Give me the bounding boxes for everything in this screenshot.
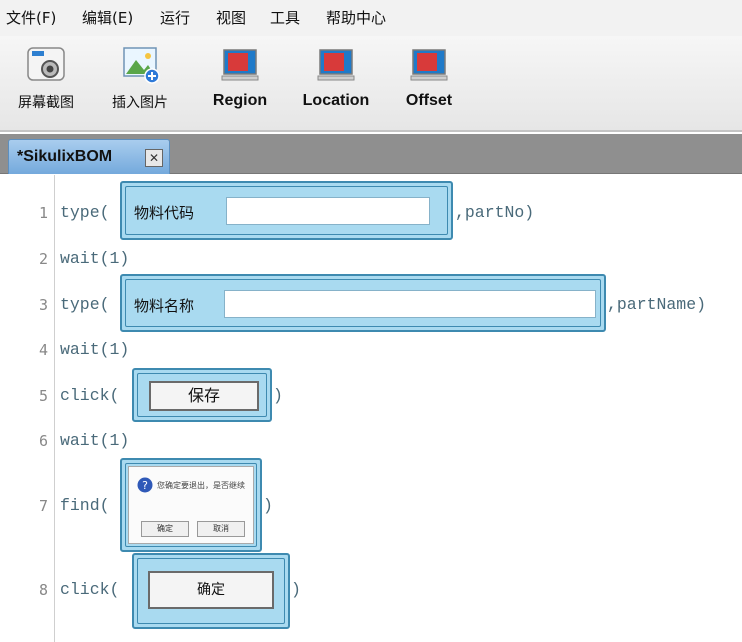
line-number: 6: [38, 432, 48, 450]
question-icon: ?: [137, 477, 153, 493]
code-text: wait(1): [60, 249, 130, 268]
code-text: wait(1): [60, 431, 130, 450]
offset-label: Offset: [405, 92, 453, 109]
field-label: 物料名称: [134, 297, 195, 315]
camera-icon: [27, 47, 65, 81]
line-number: 1: [38, 204, 48, 222]
line-number: 2: [38, 250, 48, 268]
line-number: 3: [38, 296, 48, 314]
insert-image-icon: [123, 47, 160, 84]
region-label: Region: [212, 92, 268, 109]
location-icon: [317, 49, 355, 81]
confirm-button-image: 确定: [148, 571, 274, 609]
insert-image-button[interactable]: 插入图片: [104, 42, 176, 112]
screenshot-image[interactable]: 确定: [132, 553, 290, 629]
line-number: 5: [38, 387, 48, 405]
line-number: 8: [38, 581, 48, 599]
input-field-image: [226, 197, 430, 225]
code-text: ,partNo): [455, 203, 535, 222]
input-field-image: [224, 290, 596, 318]
code-text: ): [263, 496, 273, 515]
code-text: type(: [60, 203, 110, 222]
code-text: click(: [60, 580, 120, 599]
menu-bar: 文件(F) 编辑(E) 运行 视图 工具 帮助中心: [0, 0, 742, 36]
menu-tools[interactable]: 工具: [270, 9, 301, 27]
dialog-message: 您确定要退出，是否继续: [157, 481, 245, 490]
screenshot-button[interactable]: 屏幕截图: [10, 42, 82, 112]
line-number-gutter: 1 2 3 4 5 6 7 8: [0, 175, 55, 642]
screenshot-label: 屏幕截图: [18, 95, 74, 111]
region-icon: [221, 49, 259, 81]
screenshot-image[interactable]: ? 您确定要退出，是否继续 确定 取消: [120, 458, 262, 552]
code-text: ): [291, 580, 301, 599]
code-text: ,partName): [607, 295, 707, 314]
screenshot-image[interactable]: 物料名称: [120, 274, 606, 332]
dialog-cancel-image: 取消: [197, 521, 245, 537]
dialog-image: ? 您确定要退出，是否继续 确定 取消: [128, 466, 254, 544]
code-text: wait(1): [60, 340, 130, 359]
tab-title: *SikulixBOM: [17, 148, 113, 165]
svg-text:?: ?: [142, 479, 148, 492]
menu-view[interactable]: 视图: [216, 9, 247, 27]
code-text: click(: [60, 386, 120, 405]
dialog-ok-image: 确定: [141, 521, 189, 537]
location-label: Location: [302, 92, 370, 109]
location-button[interactable]: Location: [296, 42, 376, 110]
menu-help[interactable]: 帮助中心: [326, 9, 387, 27]
close-icon[interactable]: ✕: [145, 149, 163, 167]
code-text: find(: [60, 496, 110, 515]
tab-bar: *SikulixBOM ✕: [0, 134, 742, 174]
screenshot-image[interactable]: 物料代码: [120, 181, 453, 240]
region-button[interactable]: Region: [204, 42, 276, 110]
screenshot-image[interactable]: 保存: [132, 368, 272, 422]
save-button-image: 保存: [149, 381, 259, 411]
toolbar: 屏幕截图 插入图片 Region Location: [0, 36, 742, 132]
code-text: ): [273, 386, 283, 405]
offset-button[interactable]: Offset: [394, 42, 464, 110]
code-editor[interactable]: 1 2 3 4 5 6 7 8 type( 物料代码 ,partNo) wait…: [0, 175, 742, 642]
menu-run[interactable]: 运行: [160, 9, 191, 27]
offset-icon: [410, 49, 448, 81]
insert-image-label: 插入图片: [112, 95, 168, 111]
code-text: type(: [60, 295, 110, 314]
menu-edit[interactable]: 编辑(E): [82, 9, 134, 27]
field-label: 物料代码: [134, 204, 195, 222]
menu-file[interactable]: 文件(F): [6, 9, 57, 27]
line-number: 4: [38, 341, 48, 359]
tab-sikulixbom[interactable]: *SikulixBOM ✕: [8, 139, 170, 174]
line-number: 7: [38, 497, 48, 515]
